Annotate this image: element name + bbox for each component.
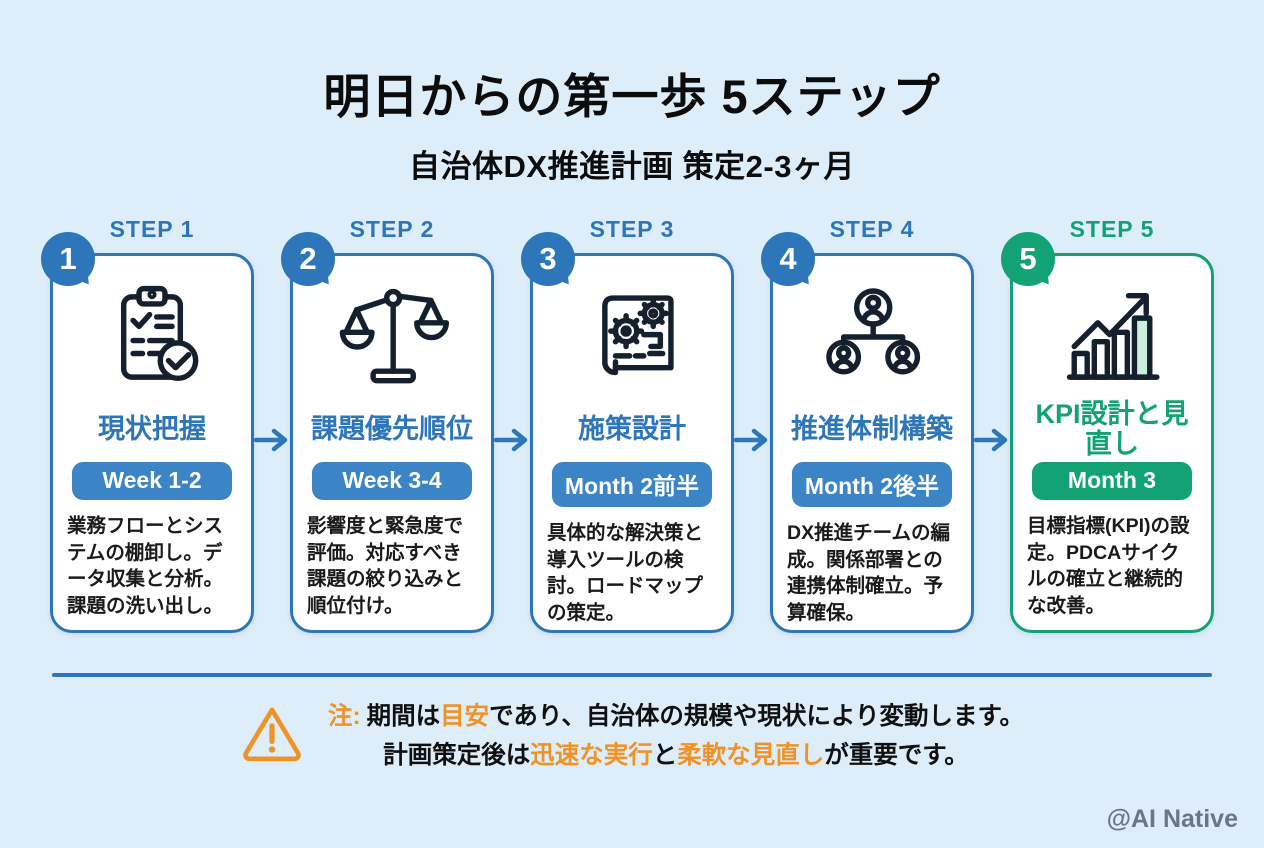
steps-row: STEP 1 1 [41,216,1214,633]
footnote-line-2: 計画策定後は迅速な実行と柔軟な見直しが重要です。 [383,742,969,770]
step-1-title: 現状把握 [98,413,206,444]
step-5-label: STEP 5 [1069,216,1155,242]
step-1-description: 業務フローとシステムの棚卸し。データ収集と分析。課題の洗い出し。 [67,515,224,618]
arrow-3-4 [733,428,770,452]
step-3-number-badge: 3 [521,232,575,286]
arrow-2-3 [493,428,530,452]
page-title: 明日からの第一歩 5ステップ [323,70,941,123]
footnote-text: 注:期間は目安であり、自治体の規模や現状により変動します。 計画策定後は迅速な実… [328,697,1024,775]
clipboard-check-icon [65,276,239,398]
step-1-number-badge: 1 [41,232,95,286]
step-2-period-badge: Week 3-4 [311,462,473,500]
step-3-period-badge: Month 2前半 [551,462,713,507]
step-column-1: STEP 1 1 [41,216,254,633]
step-5-card: 5 KPI設計と見直し Month 3 目標指標(KPI)の設定。PDCA [1001,232,1214,633]
growth-chart-icon [1025,276,1199,398]
org-chart-icon [785,276,959,398]
step-5-title: KPI設計と見直し [1035,398,1189,459]
step-2-description: 影響度と緊急度で評価。対応すべき課題の絞り込みと順位付け。 [307,515,464,618]
step-1-period-badge: Week 1-2 [71,462,233,500]
step-column-2: STEP 2 2 課題優 [281,216,494,633]
step-5-number: 5 [1019,241,1037,276]
note-prefix: 注: [327,703,361,730]
step-column-3: STEP 3 3 [521,216,734,633]
header: 明日からの第一歩 5ステップ 自治体DX推進計画 策定2-3ヶ月 [0,0,1264,186]
step-2-number-badge: 2 [281,232,335,286]
step-3-title: 施策設計 [578,413,686,444]
step-4-number: 4 [779,241,797,276]
step-5-period-badge: Month 3 [1031,462,1193,500]
step-4-label: STEP 4 [829,216,915,242]
step-3-label: STEP 3 [589,216,675,242]
arrow-1-2 [253,428,290,452]
footnote-line-1: 注:期間は目安であり、自治体の規模や現状により変動します。 [327,703,1024,730]
warning-triangle-icon [240,703,304,770]
step-4-description: DX推進チームの編成。関係部署との連携体制確立。予算確保。 [787,522,951,625]
footnote: 注:期間は目安であり、自治体の規模や現状により変動します。 計画策定後は迅速な実… [0,697,1264,775]
step-2-label: STEP 2 [349,216,435,242]
step-4-period-badge: Month 2後半 [791,462,953,507]
step-column-5: STEP 5 5 KPI設計と見直し Month 3 [1001,216,1214,633]
blueprint-gears-icon [545,276,719,398]
arrow-4-5 [973,428,1010,452]
step-2-card: 2 課題優先順位 Week 3-4 [281,232,494,633]
step-1-number: 1 [59,241,77,276]
step-column-4: STEP 4 4 [761,216,974,633]
step-3-description: 具体的な解決策と導入ツールの検討。ロードマップの策定。 [547,522,704,625]
divider [52,673,1212,677]
step-4-title: 推進体制構築 [791,413,953,444]
step-3-number: 3 [539,241,557,276]
balance-scale-icon [305,276,479,398]
step-2-title: 課題優先順位 [311,413,473,444]
step-5-description: 目標指標(KPI)の設定。PDCAサイクルの確立と継続的な改善。 [1027,515,1190,618]
step-5-number-badge: 5 [1001,232,1055,286]
step-1-card: 1 [41,232,254,633]
watermark: @AI Native [1106,805,1238,833]
step-3-card: 3 [521,232,734,633]
step-4-card: 4 推進体制構築 [761,232,974,633]
step-1-label: STEP 1 [109,216,195,242]
step-4-number-badge: 4 [761,232,815,286]
step-2-number: 2 [299,241,317,276]
page-subtitle: 自治体DX推進計画 策定2-3ヶ月 [409,149,855,184]
